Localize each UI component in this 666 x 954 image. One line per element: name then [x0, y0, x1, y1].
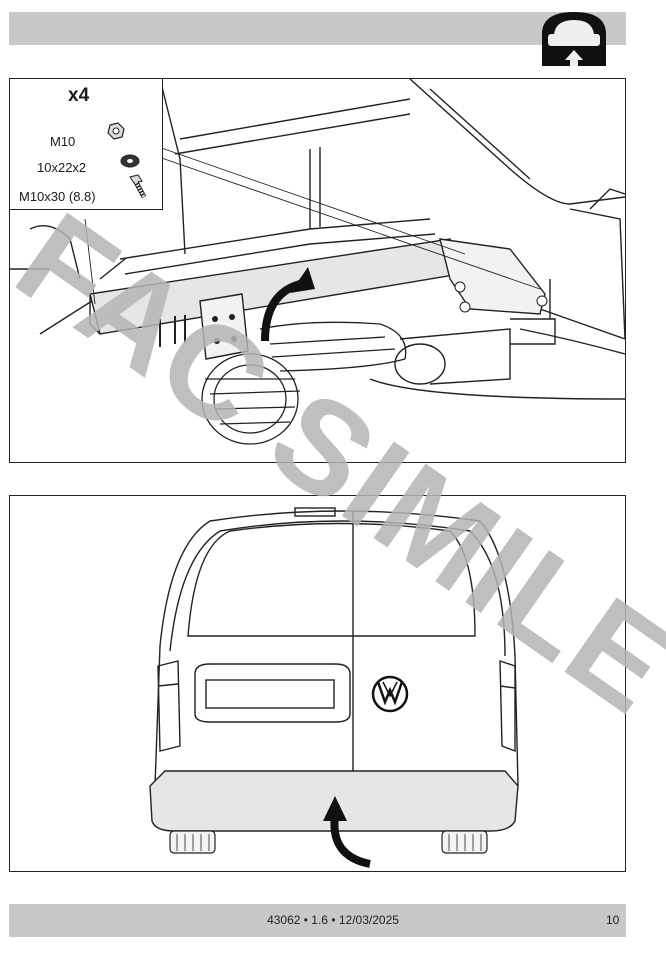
footer-bar	[9, 904, 626, 937]
washer-icon	[120, 154, 140, 168]
part-label-bolt: M10x30 (8.8)	[19, 189, 96, 204]
page-number: 10	[606, 913, 620, 927]
illustration-panel-mounting: x4 M10 10x22x2 M10x30 (8.8)	[9, 78, 626, 463]
illustration-panel-vehicle-rear	[9, 495, 626, 872]
part-label-washer: 10x22x2	[37, 160, 87, 175]
part-label-nut: M10	[50, 134, 76, 149]
document-info: 43062 • 1.6 • 12/03/2025	[267, 913, 399, 927]
bolt-icon	[129, 174, 147, 199]
fastener-inset: x4 M10 10x22x2 M10x30 (8.8)	[10, 79, 163, 210]
vehicle-rear-illustration	[149, 507, 519, 868]
vw-logo-icon	[371, 675, 409, 713]
fastener-quantity: x4	[68, 85, 90, 106]
rear-underbody-illustration	[10, 79, 625, 445]
hex-nut-icon	[107, 122, 125, 140]
car-rear-lift-icon	[542, 12, 606, 66]
header-bar	[9, 12, 626, 45]
